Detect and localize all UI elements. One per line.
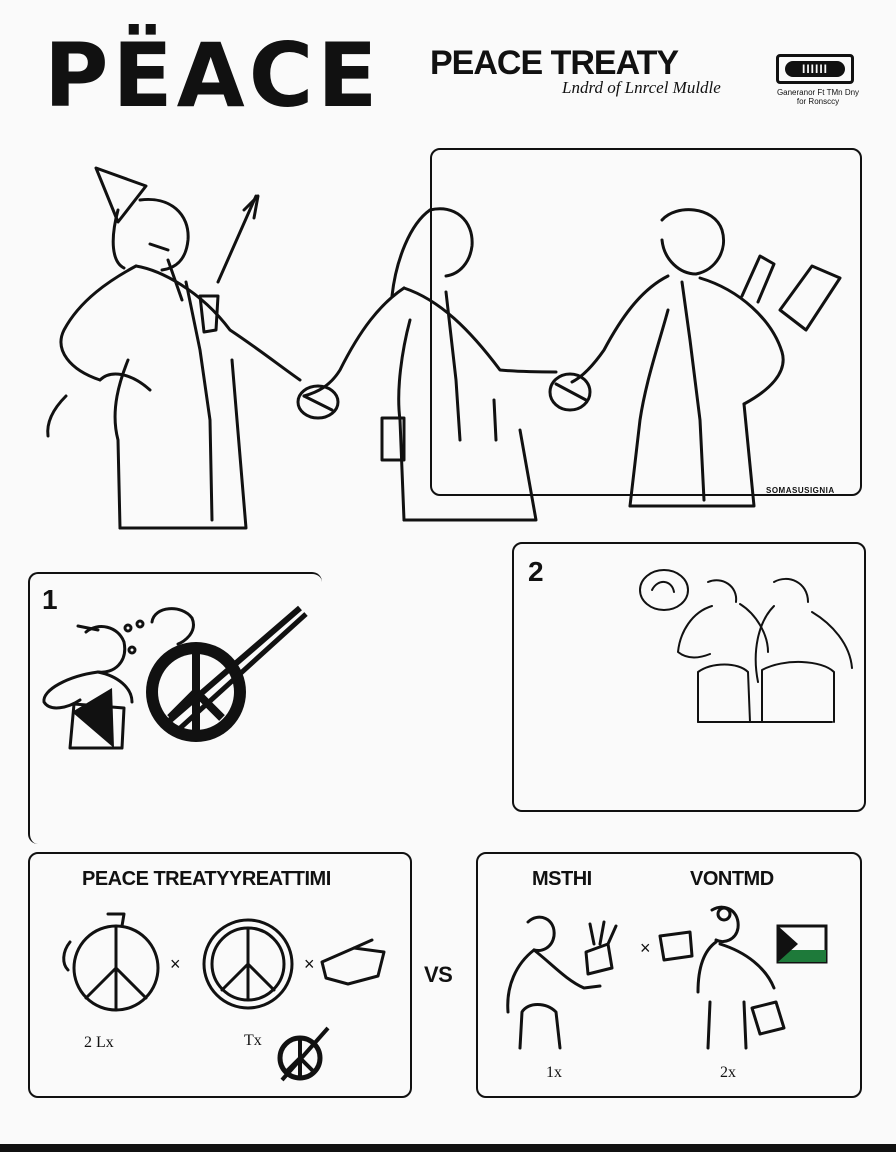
hero-panel bbox=[430, 148, 862, 496]
center-figure bbox=[302, 207, 558, 522]
right-figure bbox=[570, 208, 842, 508]
quantity-label: 2 Lx bbox=[84, 1034, 114, 1051]
multiply-sign: × bbox=[304, 954, 315, 974]
exchange-heading-left: MSTHI bbox=[532, 868, 592, 890]
flag-icon bbox=[776, 924, 828, 964]
step-2-illustration bbox=[639, 569, 853, 723]
exchange-heading-right: VONTMD bbox=[690, 868, 774, 890]
peace-symbol-icon bbox=[202, 918, 294, 1010]
handshake-right-icon bbox=[548, 372, 592, 412]
treaty-components-heading: PEACE TREATYYREATTIMI bbox=[82, 868, 331, 890]
page-title: PËACE bbox=[44, 24, 382, 127]
handshake-illustration bbox=[46, 166, 842, 530]
quantity-label: 2x bbox=[720, 1064, 736, 1081]
peace-symbol-icon bbox=[62, 912, 160, 1012]
treaty-subtitle: PEACE TREATY bbox=[430, 44, 679, 82]
exchange-illustration bbox=[506, 905, 828, 1050]
treaty-components-panel bbox=[28, 852, 412, 1098]
multiply-sign: × bbox=[640, 938, 651, 958]
logo-mark: IIIIII bbox=[785, 61, 845, 77]
multiply-sign: × bbox=[170, 954, 181, 974]
step-1-number: 1 bbox=[42, 584, 58, 615]
versus-label: VS bbox=[424, 962, 453, 987]
step-2-number: 2 bbox=[528, 556, 544, 587]
hero-stamp: SOMASUSIGNIA bbox=[766, 486, 835, 495]
crossed-peace-icon bbox=[277, 1026, 330, 1082]
handshake-left-icon bbox=[296, 384, 340, 420]
peace-symbols-illustration bbox=[62, 912, 386, 1082]
logo-caption: Ganeranor Ft TMn Dny for Ronsccy bbox=[776, 88, 860, 106]
wizard-figure bbox=[46, 166, 302, 530]
step-1-panel bbox=[28, 572, 322, 844]
quantity-label: 1x bbox=[546, 1064, 562, 1081]
broken-peace-symbol-icon bbox=[146, 605, 308, 742]
bottom-border bbox=[0, 1144, 896, 1152]
step-1-illustration bbox=[42, 605, 308, 750]
exchange-panel bbox=[476, 852, 862, 1098]
quantity-label: Tx bbox=[244, 1032, 262, 1049]
dove-icon bbox=[320, 938, 386, 986]
subtitle-caption: Lndrd of Lnrcel Muldle bbox=[562, 78, 721, 97]
step-2-panel bbox=[512, 542, 866, 812]
brand-logo: IIIIII bbox=[776, 54, 854, 84]
